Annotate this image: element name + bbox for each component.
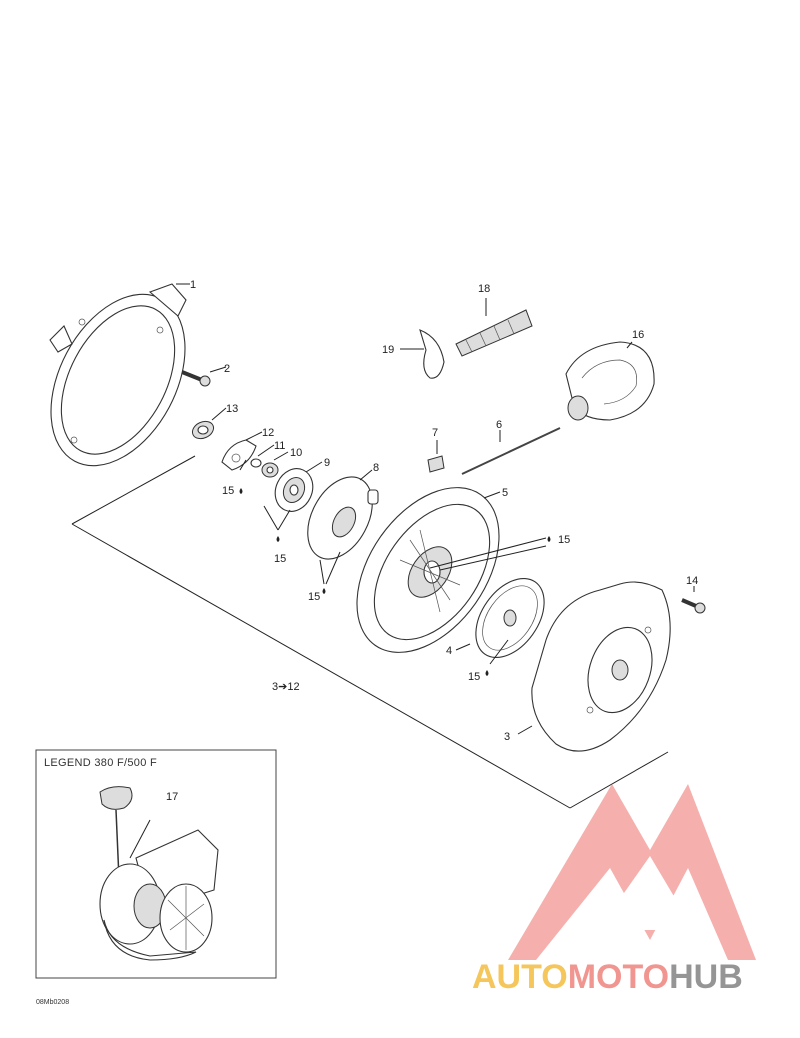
- leader-lines: [71, 283, 695, 809]
- callout-range-3-12: 3➔12: [272, 681, 300, 693]
- callout-9: 9: [324, 457, 330, 469]
- callout-15d: 15: [558, 534, 570, 546]
- part-7-key: [427, 455, 445, 473]
- callout-15c: 15: [308, 591, 320, 603]
- part-9-spring-cup: [274, 468, 314, 512]
- callout-11: 11: [274, 440, 285, 452]
- part-2-bolt: [181, 370, 211, 387]
- svg-text:AUTOMOTOHUB: AUTOMOTOHUB: [472, 958, 743, 996]
- part-6-rope: [461, 427, 561, 475]
- callout-6: 6: [496, 419, 502, 431]
- callout-12: 12: [262, 427, 274, 439]
- callout-7: 7: [432, 427, 438, 439]
- callout-10: 10: [290, 447, 302, 459]
- watermark-logo: AUTOMOTOHUB: [472, 784, 756, 996]
- callout-15a: 15: [222, 485, 234, 497]
- part-12-lever: [221, 439, 257, 471]
- watermark-hub: HUB: [669, 958, 743, 996]
- watermark-auto: AUTO: [472, 958, 568, 996]
- part-1-housing-ring: [49, 283, 187, 467]
- part-19-clip: [419, 329, 445, 379]
- callout-19: 19: [382, 344, 394, 356]
- callout-17: 17: [166, 791, 178, 803]
- callout-labels: 1 2 13 12 11 10 9 8 7 6 5 4 3 14 16 18 1…: [190, 279, 698, 743]
- watermark-logo-shape: [508, 784, 756, 960]
- callout-14: 14: [686, 575, 698, 587]
- callout-4: 4: [446, 645, 452, 657]
- callout-16: 16: [632, 329, 644, 341]
- legend-inset: LEGEND 380 F/500 F 17: [35, 749, 277, 979]
- callout-18: 18: [478, 283, 490, 295]
- drawing-code: 08Mb0208: [36, 999, 69, 1006]
- callout-13: 13: [226, 403, 238, 415]
- part-18-spring: [455, 309, 533, 357]
- callout-3: 3: [504, 731, 510, 743]
- legend-title: LEGEND 380 F/500 F: [44, 757, 157, 769]
- part-16-handle: [565, 341, 655, 421]
- part-10-bushing: [261, 462, 279, 478]
- part-8-pawl-plate: [307, 476, 379, 560]
- watermark-moto: MOTO: [568, 958, 669, 996]
- callout-8: 8: [373, 462, 379, 474]
- part-5-pulley: [356, 487, 500, 653]
- grease-drops: [239, 488, 551, 676]
- callout-15b: 15: [274, 553, 286, 565]
- part-11-small-washer: [250, 458, 262, 468]
- part-3-starter-housing: [531, 581, 671, 752]
- callout-15e: 15: [468, 671, 480, 683]
- callout-2: 2: [224, 363, 230, 375]
- part-4-recoil-spring: [475, 577, 545, 659]
- part-14-bolt: [681, 598, 706, 614]
- part-13-washer: [191, 420, 215, 440]
- callout-5: 5: [502, 487, 508, 499]
- callout-1: 1: [190, 279, 196, 291]
